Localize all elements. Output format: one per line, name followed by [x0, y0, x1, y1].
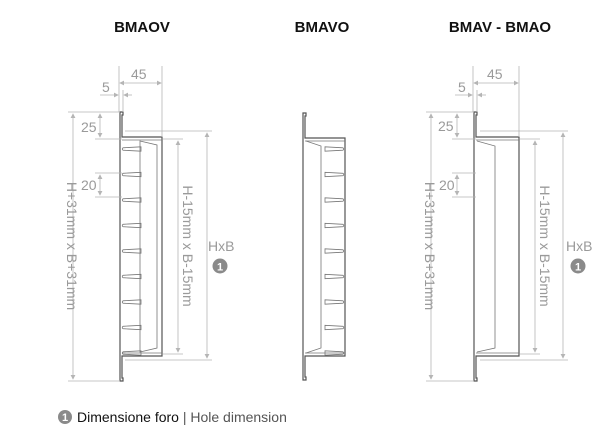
louvre-slot	[324, 197, 345, 203]
dim-inner-size: H-15mm x B-15mm	[180, 185, 196, 306]
dim-outer-size: H+31mm x B+31mm	[422, 182, 438, 310]
louvre-slot	[121, 197, 142, 203]
dim-slot-pitch: 20	[81, 177, 97, 193]
louvre-slot	[121, 299, 142, 305]
louvre-slot	[324, 248, 345, 254]
legend-label-en: Hole dimension	[190, 409, 287, 425]
drawing-bmav-bmao	[473, 111, 520, 382]
dim-hole-size: HxB	[208, 238, 234, 254]
louvre-slot	[324, 324, 345, 331]
louvre-slot	[121, 146, 142, 152]
hole-marker-number: 1	[575, 262, 581, 274]
dim-inner-size: H-15mm x B-15mm	[537, 185, 553, 306]
louvre-slot	[324, 146, 345, 152]
dim-outer-size: H+31mm x B+31mm	[64, 182, 80, 310]
louvre-slot	[121, 248, 142, 254]
legend: 1 Dimensione foro | Hole dimension	[58, 409, 287, 425]
drawing-bmavo	[302, 112, 346, 381]
louvre-slot	[324, 350, 345, 356]
legend-label-it: Dimensione foro	[77, 409, 179, 425]
hole-marker-icon	[570, 258, 586, 274]
legend-marker-number: 1	[62, 412, 68, 424]
grille-profile	[473, 111, 520, 382]
dimensions-bmav-bmao: 45 5 H+31mm x B+31mm 25 20 H-15mm x B-15…	[422, 66, 592, 382]
title-bmav-bmao: BMAV - BMAO	[449, 19, 552, 36]
louvre-slot	[121, 273, 142, 280]
dim-flange-height: 25	[438, 118, 454, 134]
louvre-slot	[121, 171, 142, 178]
dimensions-bmaov: 45 5 H+31mm x B+31mm 25 20 H-15mm x B-15…	[64, 66, 234, 382]
title-bmaov: BMAOV	[114, 19, 170, 36]
louvre-slot	[121, 350, 142, 356]
dim-depth: 45	[131, 66, 147, 82]
dim-depth: 45	[487, 66, 503, 82]
grille-profile	[302, 112, 346, 381]
dim-slot-pitch: 20	[439, 177, 455, 193]
grille-profile	[119, 111, 163, 382]
hole-marker-icon	[212, 258, 228, 274]
title-bmavo: BMAVO	[295, 19, 350, 36]
drawing-bmaov	[119, 111, 163, 382]
louvre-slot	[324, 299, 345, 305]
dim-flange-thickness: 5	[102, 79, 110, 95]
dim-flange-height: 25	[81, 119, 97, 135]
legend-separator: |	[183, 409, 187, 425]
dim-flange-thickness: 5	[458, 79, 466, 95]
dim-hole-size: HxB	[566, 238, 592, 254]
louvre-slot	[121, 324, 142, 331]
hole-marker-number: 1	[217, 262, 223, 274]
louvre-slot	[324, 171, 345, 178]
louvre-slot	[121, 222, 142, 229]
legend-text: Dimensione foro | Hole dimension	[77, 409, 287, 425]
louvre-slot	[324, 273, 345, 280]
louvre-slot	[324, 222, 345, 229]
legend-marker-icon	[58, 410, 72, 424]
